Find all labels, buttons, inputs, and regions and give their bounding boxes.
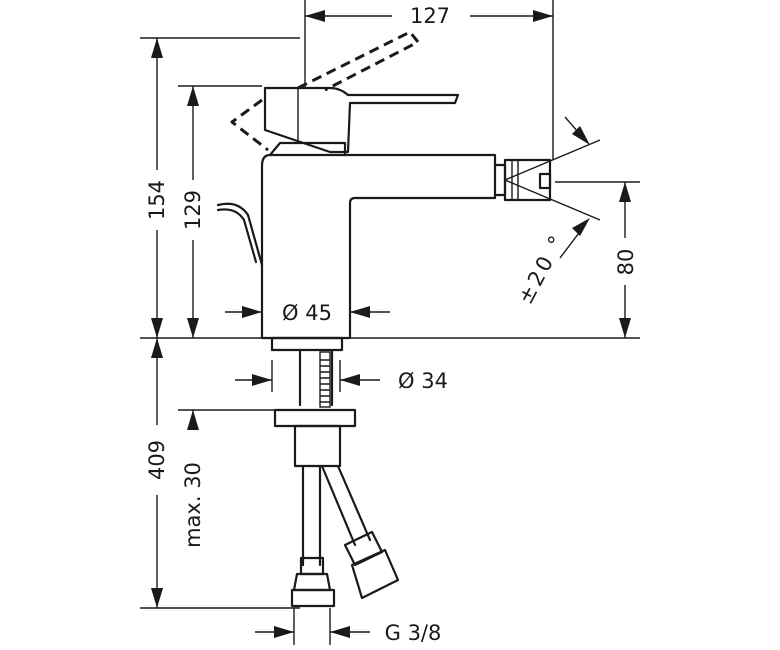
arrowhead (151, 338, 163, 358)
faucet-body (216, 86, 552, 608)
dimension-label-thread: G 3/8 (385, 621, 442, 645)
threaded-rod (319, 351, 331, 408)
arrowhead (274, 626, 294, 638)
arrowhead (187, 86, 199, 106)
dimension-label-154: 154 (145, 180, 169, 220)
arrowhead (242, 306, 262, 318)
arrowhead (533, 10, 553, 22)
spout-nozzle (493, 163, 507, 197)
dimension-label-max-30: max. 30 (181, 462, 205, 548)
arrowhead (252, 374, 272, 386)
dimension-label-angle-20: ±20 ° (513, 229, 570, 308)
angle-line-lower (504, 179, 601, 221)
hose-right-edge (320, 464, 372, 547)
mounting-flange (270, 336, 344, 352)
arrowhead (619, 182, 631, 202)
arrowhead (619, 318, 631, 338)
arrowhead (305, 10, 325, 22)
dimension-label-409: 409 (145, 440, 169, 480)
dimension-label-diameter-34: Ø 34 (398, 369, 448, 393)
arrowhead (572, 218, 590, 236)
lever-handle-open-position (297, 30, 420, 92)
angle-line-upper (504, 139, 601, 181)
thread-lines (320, 359, 330, 403)
arrowhead (151, 318, 163, 338)
arrowhead (151, 588, 163, 608)
mounting-nut-plate (273, 408, 357, 428)
mounting-nut (293, 424, 342, 468)
arrowhead (330, 626, 350, 638)
arrowhead (151, 38, 163, 58)
dimension-label-80: 80 (614, 249, 638, 276)
dimension-label-diameter-45: Ø 45 (282, 301, 332, 325)
lever-handle-closed-position (230, 98, 269, 152)
jet-outlet (538, 172, 552, 190)
arrowhead (187, 318, 199, 338)
hose-right-nut (350, 548, 400, 600)
lever-handle (263, 86, 460, 154)
popup-rod (216, 202, 264, 267)
arrowhead (572, 126, 590, 145)
hose-left-nut (292, 572, 332, 592)
hose-left-fitting (290, 588, 336, 608)
spout-jet-head (503, 158, 552, 202)
dimension-label-129: 129 (181, 190, 205, 230)
arrowhead (187, 410, 199, 430)
faucet-main-body (260, 153, 497, 340)
arrowhead (340, 374, 360, 386)
dimension-lines (140, 0, 640, 645)
arrowhead (350, 306, 370, 318)
dimension-label-127: 127 (410, 4, 450, 28)
handle-base (268, 141, 347, 157)
